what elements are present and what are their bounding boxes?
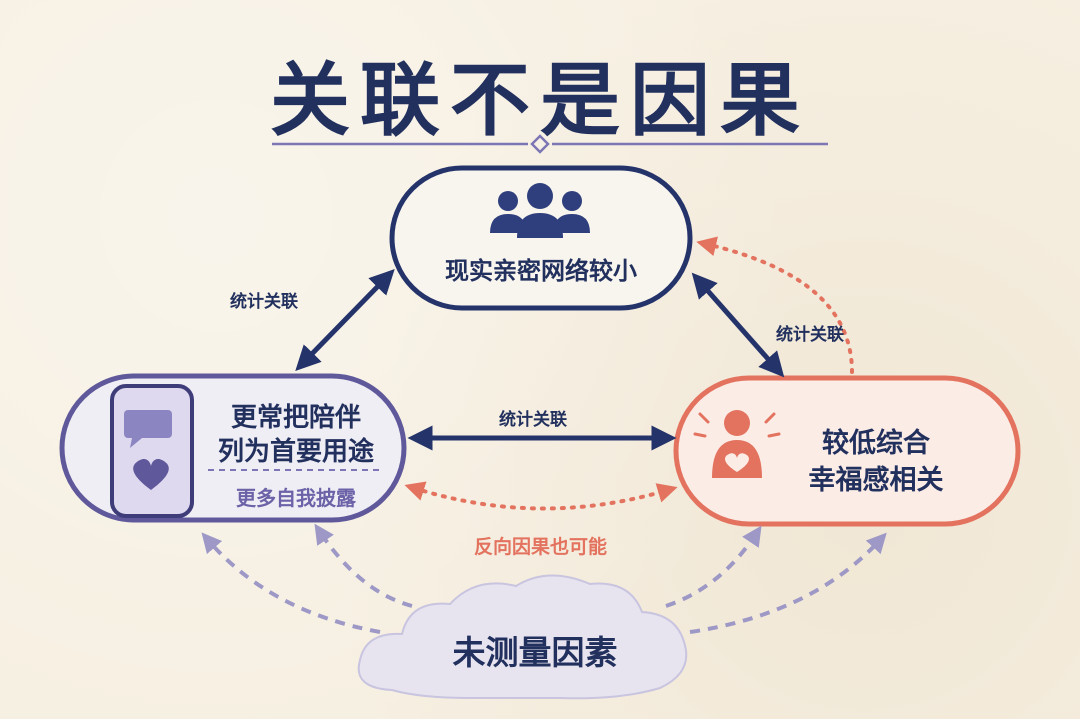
happiness-label-line1: 较低综合 [822,428,930,459]
network-node [389,165,693,311]
title-divider [272,134,828,154]
reverse-causation-label: 反向因果也可能 [474,536,608,558]
reverse-causation-arrow [404,481,678,511]
phone-icon [110,384,194,518]
phone-label-line2: 列为首要用途 [217,437,374,467]
phone-label-line1: 更常把陪伴 [230,403,361,433]
left-association-label: 统计关联 [230,292,298,312]
left-association-arrow [295,269,395,371]
right-association-arrow [691,272,785,378]
self-hug-heart-icon [693,410,781,478]
reverse-network-arrow [696,236,854,374]
group-people-icon [490,183,590,238]
middle-association-label: 统计关联 [499,410,567,430]
cloud-to-happiness-arrow-1 [665,525,762,608]
happiness-label-line2: 幸福感相关 [808,465,944,496]
network-label: 现实亲密网络较小 [445,257,637,285]
cloud-shape [357,574,688,700]
cloud-to-happiness-arrow-2 [689,532,887,634]
happiness-node [673,375,1021,527]
phone-sub-label: 更多自我披露 [236,486,356,510]
page-title: 关联不是因果 [270,53,810,147]
cloud-label: 未测量因素 [452,633,618,672]
phone-node [59,373,407,523]
cloud-to-phone-arrow-2 [314,523,413,608]
cloud-to-phone-arrow-1 [201,532,381,634]
right-association-label: 统计关联 [776,325,844,345]
